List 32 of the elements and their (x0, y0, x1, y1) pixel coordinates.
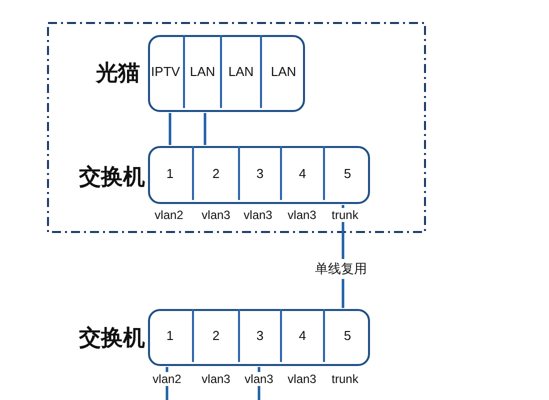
port-label: LAN (270, 64, 296, 79)
connector-line (168, 113, 172, 145)
device-label: 交换机 (79, 163, 145, 191)
port-label: 2 (212, 328, 220, 343)
port-label: LAN (228, 64, 254, 79)
edge-label: 单线复用 (313, 258, 369, 278)
port-label: 5 (344, 328, 352, 343)
port-label: IPTV (151, 64, 180, 79)
port-label: 2 (212, 166, 220, 180)
port-label: LAN (190, 64, 216, 79)
connector-line (258, 367, 260, 400)
vlan-label: vlan3 (200, 208, 232, 222)
port-label: 4 (298, 328, 306, 343)
port-label: 5 (344, 166, 352, 180)
vlan-label: vlan3 (200, 372, 232, 386)
port-label: 3 (256, 328, 264, 343)
device-label: 光猫 (96, 59, 140, 87)
vlan-label: vlan3 (286, 372, 318, 386)
connector-line (204, 113, 206, 145)
port-label: 4 (298, 166, 306, 180)
vlan-label: vlan2 (154, 208, 184, 222)
vlan-label: vlan2 (152, 372, 182, 386)
connector-line (166, 367, 168, 400)
port-label: 3 (256, 166, 264, 180)
vlan-label: vlan3 (242, 208, 274, 222)
port-label: 1 (166, 328, 174, 343)
vlan-label: vlan3 (286, 208, 318, 222)
device-label: 交换机 (79, 324, 145, 352)
vlan-label: trunk (330, 372, 360, 386)
vlan-label: trunk (330, 208, 360, 222)
port-label: 1 (166, 166, 174, 180)
vlan-label: vlan3 (244, 372, 274, 386)
